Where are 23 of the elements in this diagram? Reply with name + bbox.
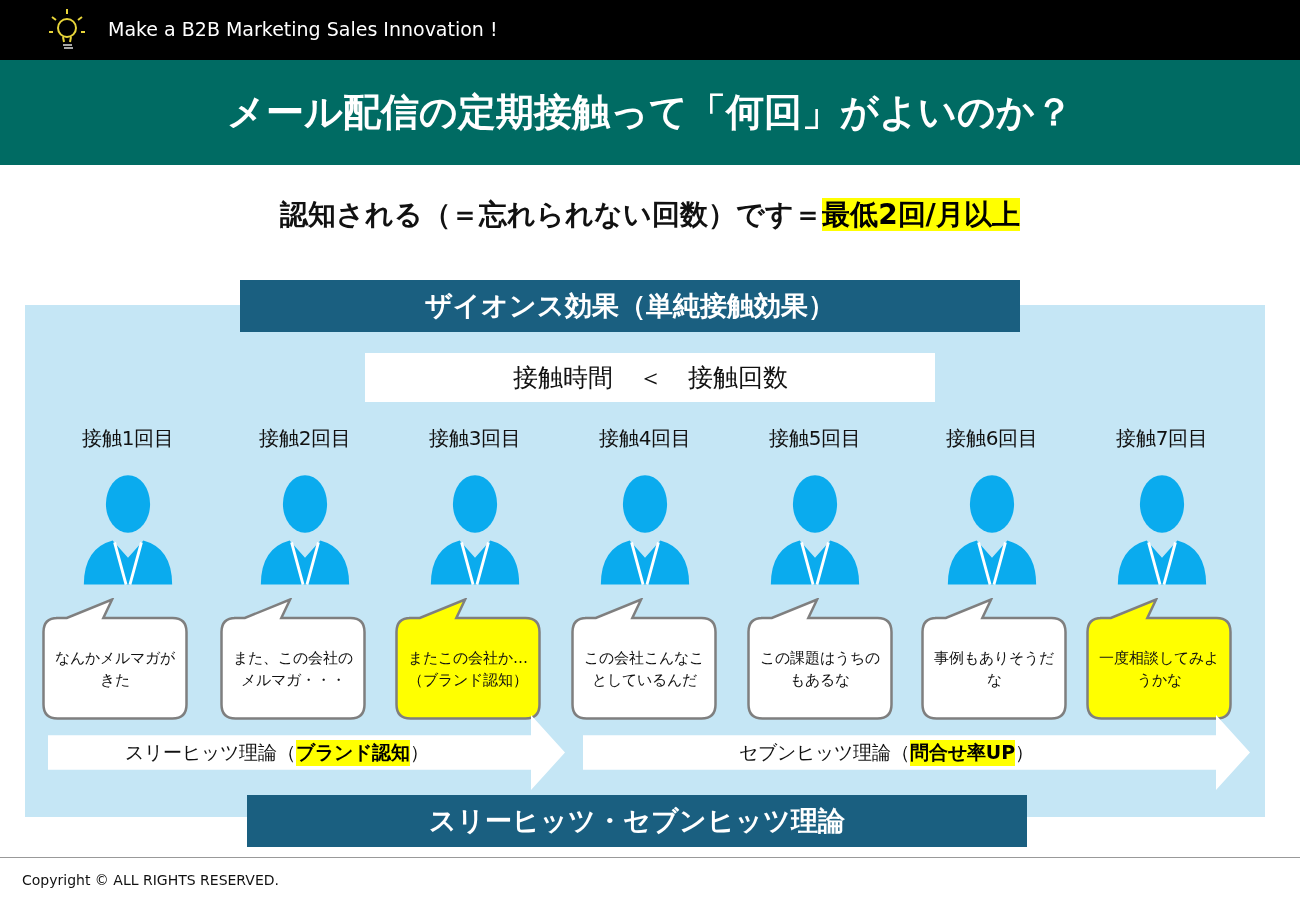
speech-bubble: なんかメルマガがきた	[42, 598, 188, 720]
speech-bubble: 事例もありそうだな	[921, 598, 1067, 720]
copyright-caption: Copyright © ALL RIGHTS RESERVED.	[22, 872, 279, 888]
speech-bubble: 一度相談してみようかな	[1086, 598, 1232, 720]
contact-count-label: 接触4回目	[598, 425, 692, 452]
summary-text: 認知される（＝忘れられない回数）です＝最低2回/月以上	[280, 198, 1020, 231]
title: メール配信の定期接触って「何回」がよいのか？	[227, 89, 1073, 136]
speech-bubble: この課題はうちのもあるな	[747, 598, 893, 720]
speech-bubble: この会社こんなことしているんだ	[571, 598, 717, 720]
section-heading: ザイオンス効果（単純接触効果）	[240, 280, 1020, 332]
block-arrow: スリーヒッツ理論（ブランド認知）	[48, 715, 565, 790]
contact-count-label: 接触3回目	[428, 425, 522, 452]
comparison-box: 接触時間 ＜ 接触回数	[365, 353, 935, 402]
contact-count-label: 接触6回目	[945, 425, 1039, 452]
tagline: Make a B2B Marketing Sales Innovation !	[108, 18, 498, 40]
section-heading: スリーヒッツ・セブンヒッツ理論	[247, 795, 1027, 847]
speech-bubble: またこの会社か…（ブランド認知）	[395, 598, 541, 720]
contact-count-label: 接触1回目	[81, 425, 175, 452]
contact-count-label: 接触5回目	[768, 425, 862, 452]
speech-bubble: また、この会社のメルマガ・・・	[220, 598, 366, 720]
block-arrow: セブンヒッツ理論（問合せ率UP）	[583, 715, 1250, 790]
contact-count-label: 接触2回目	[258, 425, 352, 452]
contact-count-label: 接触7回目	[1115, 425, 1209, 452]
